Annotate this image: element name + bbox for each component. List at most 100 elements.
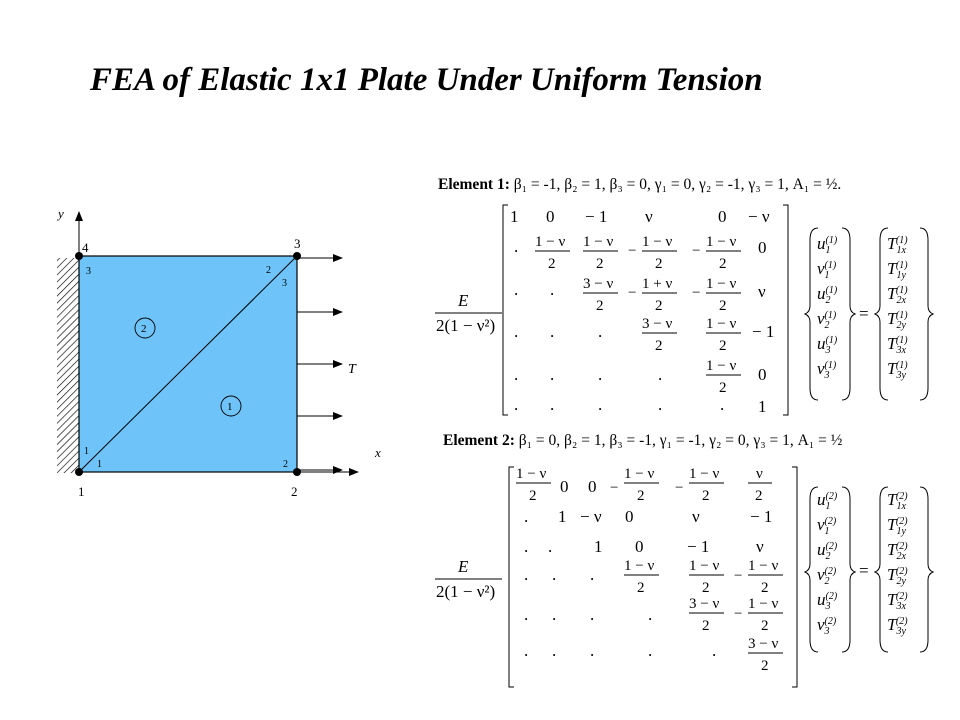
matrix-bracket-right — [792, 466, 798, 688]
force-vector: T1x(1) T1y(1) T2x(1) T2y(1) T3x(1) T3y(1… — [887, 234, 908, 381]
svg-text:u1(1): u1(1) — [817, 234, 838, 256]
svg-text:3 − ν: 3 − ν — [748, 636, 778, 652]
svg-text:2: 2 — [761, 658, 769, 674]
svg-text:2: 2 — [655, 338, 663, 354]
svg-text:2: 2 — [719, 256, 727, 272]
fixed-wall-hatch — [57, 258, 79, 473]
svg-text:ν: ν — [756, 466, 763, 482]
displacement-vector: u1(1) v1(1) u2(1) v2(1) u3(1) v3(1) — [817, 234, 838, 381]
factor-denominator: 2(1 − ν²) — [436, 316, 495, 335]
local-node-label: 2 — [266, 265, 271, 276]
svg-text:3 − ν: 3 − ν — [689, 596, 719, 612]
svg-text:1 − ν: 1 − ν — [624, 466, 654, 482]
svg-text:.: . — [550, 322, 554, 341]
svg-text:1 − ν: 1 − ν — [706, 276, 736, 292]
slide-title: FEA of Elastic 1x1 Plate Under Uniform T… — [90, 62, 763, 98]
matrix-bracket-left — [508, 466, 514, 688]
svg-text:2: 2 — [702, 488, 710, 504]
svg-text:− ν: − ν — [580, 507, 602, 526]
local-node-label: 2 — [283, 459, 288, 470]
svg-text:.: . — [712, 641, 716, 660]
svg-text:u3(1): u3(1) — [817, 334, 838, 356]
matrix-bracket-right — [783, 204, 789, 416]
element1-heading: Element 1: β₁ = -1, β₂ = 1, β₃ = 0, γ₁ =… — [438, 176, 841, 194]
svg-text:.: . — [524, 565, 528, 584]
factor-numerator: E — [457, 557, 469, 576]
svg-text:1 − ν: 1 − ν — [516, 466, 546, 482]
svg-text:1: 1 — [558, 507, 567, 526]
svg-text:1: 1 — [510, 207, 519, 226]
svg-text:1 − ν: 1 − ν — [642, 234, 672, 250]
svg-text:T3x(1): T3x(1) — [887, 334, 908, 356]
element-1-marker — [220, 395, 242, 417]
svg-text:2: 2 — [702, 618, 710, 634]
displacement-vector: u1(2) v1(2) u2(2) v2(2) u3(2) v3(2) — [817, 490, 838, 637]
svg-text:1: 1 — [594, 537, 603, 556]
svg-text:− ν: − ν — [748, 207, 770, 226]
svg-text:ν: ν — [758, 282, 766, 301]
svg-text:2: 2 — [761, 618, 769, 634]
svg-text:.: . — [548, 537, 552, 556]
svg-text:T1x(2): T1x(2) — [887, 490, 908, 512]
svg-text:T3y(1): T3y(1) — [887, 359, 908, 381]
force-vector-brace-right — [919, 486, 935, 653]
svg-text:− 1: − 1 — [687, 537, 709, 556]
svg-text:T1x(1): T1x(1) — [887, 234, 908, 256]
svg-text:.: . — [658, 365, 662, 384]
svg-text:.: . — [514, 322, 518, 341]
svg-text:1 − ν: 1 − ν — [689, 558, 719, 574]
svg-text:.: . — [590, 605, 594, 624]
svg-text:1 − ν: 1 − ν — [624, 558, 654, 574]
node-1 — [75, 468, 83, 476]
equals-sign: = — [859, 561, 869, 580]
svg-text:v3(2): v3(2) — [817, 615, 837, 637]
svg-text:2: 2 — [761, 580, 769, 596]
svg-text:2: 2 — [655, 256, 663, 272]
svg-text:v1(2): v1(2) — [817, 515, 837, 537]
svg-text:0: 0 — [718, 207, 727, 226]
svg-text:.: . — [552, 565, 556, 584]
element1-label: Element 1: — [438, 176, 510, 193]
svg-text:2: 2 — [548, 256, 556, 272]
node-2 — [293, 468, 301, 476]
svg-text:0: 0 — [758, 238, 767, 257]
svg-text:T1y(2): T1y(2) — [887, 515, 908, 537]
svg-text:−: − — [675, 480, 683, 496]
svg-text:2: 2 — [755, 488, 763, 504]
svg-text:.: . — [720, 395, 724, 414]
svg-text:3 − ν: 3 − ν — [583, 276, 613, 292]
svg-text:2: 2 — [719, 338, 727, 354]
x-axis-label: x — [374, 445, 381, 460]
svg-text:2: 2 — [529, 488, 537, 504]
svg-text:1 + ν: 1 + ν — [642, 276, 672, 292]
svg-text:− 1: − 1 — [585, 207, 607, 226]
force-vector-brace — [873, 227, 889, 401]
svg-text:v2(1): v2(1) — [817, 309, 837, 331]
svg-text:−: − — [628, 243, 636, 259]
svg-text:.: . — [598, 322, 602, 341]
svg-text:.: . — [598, 395, 602, 414]
svg-text:.: . — [590, 565, 594, 584]
local-node-label: 1 — [84, 446, 89, 457]
svg-text:2: 2 — [596, 298, 604, 314]
svg-text:u2(1): u2(1) — [817, 284, 838, 306]
element-2-label: 2 — [141, 323, 147, 335]
svg-text:v2(2): v2(2) — [817, 565, 837, 587]
svg-text:.: . — [524, 605, 528, 624]
element2-heading: Element 2: β₁ = 0, β₂ = 1, β₃ = -1, γ₁ =… — [443, 432, 842, 450]
svg-text:ν: ν — [692, 507, 700, 526]
plate-figure: y x T 4 3 1 2 3 2 3 1 1 2 2 1 — [56, 206, 381, 499]
svg-text:2: 2 — [655, 298, 663, 314]
node-3 — [293, 252, 301, 260]
svg-text:.: . — [552, 605, 556, 624]
svg-text:−: − — [734, 606, 742, 622]
svg-text:.: . — [514, 237, 518, 256]
element-diagonal — [78, 255, 298, 473]
svg-text:T2y(1): T2y(1) — [887, 309, 908, 331]
global-node-label: 3 — [294, 236, 301, 251]
svg-text:1 − ν: 1 − ν — [706, 234, 736, 250]
